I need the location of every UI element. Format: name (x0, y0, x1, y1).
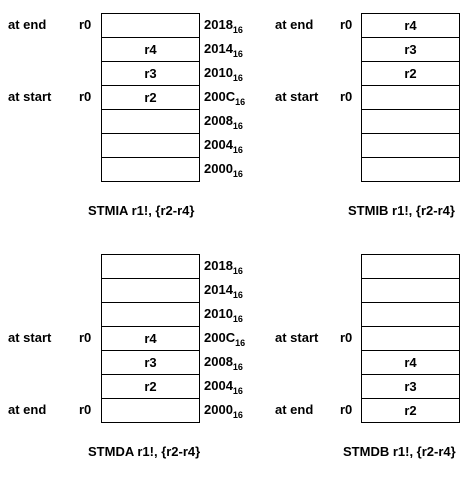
address-value: 2014 (204, 282, 233, 297)
address-value: 2018 (204, 258, 233, 273)
address-value: 2010 (204, 65, 233, 80)
pointer-register-label: r0 (79, 330, 92, 345)
address-label: 200816 (204, 354, 243, 372)
address-base: 16 (232, 145, 243, 155)
address-value: 2008 (204, 113, 233, 128)
address-label: 200016 (204, 161, 243, 179)
pointer-position-label: at end (8, 402, 47, 417)
pointer-register-label: r0 (79, 402, 92, 417)
memory-cell (101, 157, 200, 182)
address-value: 2010 (204, 306, 233, 321)
pointer-position-label: at start (8, 330, 52, 345)
address-base: 16 (232, 362, 243, 372)
pointer-register-label: r0 (340, 17, 353, 32)
address-base: 16 (232, 290, 243, 300)
memory-cell (101, 254, 200, 279)
memory-cell: r4 (101, 326, 200, 351)
pointer-register-label: r0 (340, 330, 353, 345)
address-label: 201016 (204, 65, 243, 83)
address-base: 16 (232, 25, 243, 35)
memory-cell (361, 133, 460, 158)
address-base: 16 (235, 338, 246, 348)
memory-cell (361, 278, 460, 303)
pointer-register-label: r0 (79, 17, 92, 32)
address-label: 201816 (204, 17, 243, 35)
memory-cell (101, 13, 200, 38)
address-base: 16 (232, 169, 243, 179)
address-label: 201016 (204, 306, 243, 324)
address-base: 16 (232, 49, 243, 59)
address-value: 2004 (204, 137, 233, 152)
address-label: 200016 (204, 402, 243, 420)
pointer-position-label: at end (8, 17, 47, 32)
memory-cell (361, 254, 460, 279)
memory-cell: r3 (361, 374, 460, 399)
address-label: 200416 (204, 137, 243, 155)
memory-cell: r4 (361, 13, 460, 38)
memory-cell: r2 (101, 85, 200, 110)
instruction-caption: STMDB r1!, {r2-r4} (343, 444, 456, 459)
memory-cell (361, 326, 460, 351)
address-value: 2018 (204, 17, 233, 32)
address-base: 16 (232, 121, 243, 131)
memory-cell (361, 302, 460, 327)
memory-cell (101, 133, 200, 158)
address-label: 201416 (204, 41, 243, 59)
pointer-position-label: at start (275, 330, 319, 345)
address-base: 16 (232, 314, 243, 324)
address-base: 16 (232, 266, 243, 276)
pointer-position-label: at start (8, 89, 52, 104)
address-value: 200C (204, 89, 236, 104)
address-value: 2008 (204, 354, 233, 369)
address-label: 200816 (204, 113, 243, 131)
memory-cell (101, 109, 200, 134)
address-label: 201416 (204, 282, 243, 300)
instruction-caption: STMDA r1!, {r2-r4} (88, 444, 201, 459)
pointer-position-label: at end (275, 402, 314, 417)
pointer-position-label: at start (275, 89, 319, 104)
memory-cell: r3 (101, 61, 200, 86)
address-base: 16 (232, 73, 243, 83)
pointer-register-label: r0 (340, 402, 353, 417)
memory-cell (361, 157, 460, 182)
address-label: 200C16 (204, 89, 246, 107)
address-base: 16 (232, 386, 243, 396)
address-value: 2004 (204, 378, 233, 393)
address-label: 200416 (204, 378, 243, 396)
memory-cell: r3 (361, 37, 460, 62)
memory-cell: r2 (101, 374, 200, 399)
memory-cell (101, 302, 200, 327)
address-value: 2000 (204, 161, 233, 176)
pointer-register-label: r0 (79, 89, 92, 104)
address-value: 2014 (204, 41, 233, 56)
address-value: 200C (204, 330, 236, 345)
memory-cell (361, 85, 460, 110)
address-value: 2000 (204, 402, 233, 417)
instruction-caption: STMIB r1!, {r2-r4} (348, 203, 455, 218)
instruction-caption: STMIA r1!, {r2-r4} (88, 203, 195, 218)
address-base: 16 (235, 97, 246, 107)
memory-cell (101, 398, 200, 423)
memory-cell: r2 (361, 398, 460, 423)
memory-cell: r3 (101, 350, 200, 375)
address-label: 201816 (204, 258, 243, 276)
memory-cell: r4 (361, 350, 460, 375)
memory-cell: r4 (101, 37, 200, 62)
pointer-register-label: r0 (340, 89, 353, 104)
pointer-position-label: at end (275, 17, 314, 32)
address-label: 200C16 (204, 330, 246, 348)
memory-cell (101, 278, 200, 303)
memory-cell (361, 109, 460, 134)
address-base: 16 (232, 410, 243, 420)
memory-cell: r2 (361, 61, 460, 86)
